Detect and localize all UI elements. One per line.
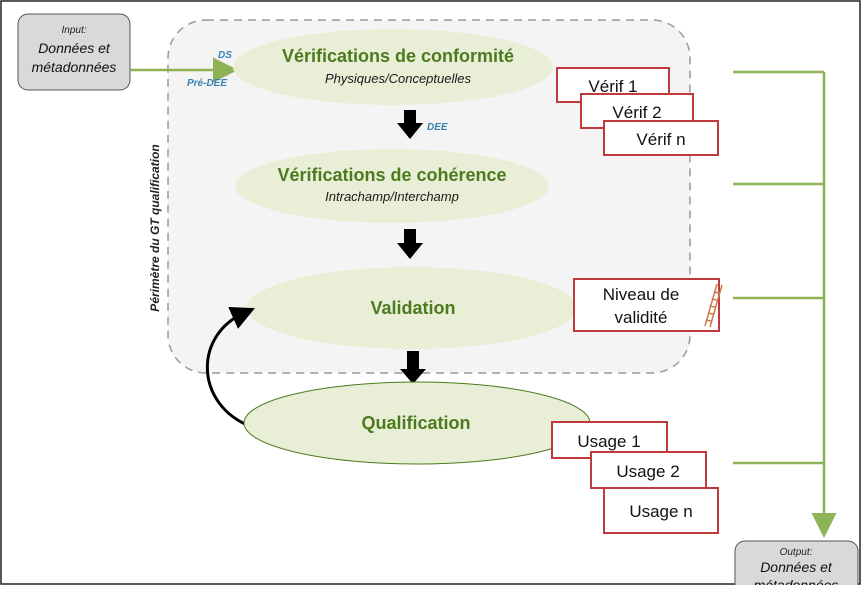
output-line1: Données et xyxy=(760,559,833,575)
output-line2: métadonnées xyxy=(754,577,839,585)
validity-box-line2: validité xyxy=(615,308,668,327)
step-coherence-subtitle: Intrachamp/Interchamp xyxy=(325,189,459,204)
usage-box-2-label: Usage 2 xyxy=(616,462,679,481)
step-qualification-title: Qualification xyxy=(361,413,470,433)
step-qualification: Qualification xyxy=(243,381,591,465)
step-conformity-subtitle: Physiques/Conceptuelles xyxy=(325,71,471,86)
verif-box-1-label: Vérif 1 xyxy=(588,77,637,96)
verif-box-n-label: Vérif n xyxy=(636,130,685,149)
validity-box-line1: Niveau de xyxy=(603,285,680,304)
dee-label: DEE xyxy=(427,122,448,133)
input-heading: Input: xyxy=(61,25,86,36)
flow-arrow-3 xyxy=(400,351,426,384)
step-coherence: Vérifications de cohérence Intrachamp/In… xyxy=(235,149,549,223)
pre-dee-label: Pré-DEE xyxy=(187,78,227,89)
verif-box-2-label: Vérif 2 xyxy=(612,103,661,122)
input-line1: Données et xyxy=(38,40,111,56)
flow-arrow-1 xyxy=(397,110,423,139)
usage-box-2: Usage 2 xyxy=(590,451,707,489)
input-box: Input: Données et métadonnées xyxy=(17,13,131,91)
step-conformity-title: Vérifications de conformité xyxy=(282,46,514,66)
input-line2: métadonnées xyxy=(32,59,117,75)
output-collector-lines xyxy=(733,70,837,538)
output-box: Output: Données et métadonnées xyxy=(734,540,859,590)
feedback-loop-arrow xyxy=(205,306,255,426)
step-validation: Validation xyxy=(247,267,577,349)
validity-box: Niveau de validité xyxy=(573,278,723,332)
ds-label: DS xyxy=(218,50,232,61)
step-coherence-title: Vérifications de cohérence xyxy=(277,165,506,185)
ladder-icon xyxy=(704,283,723,328)
flow-arrow-2 xyxy=(397,229,423,259)
usage-box-n: Usage n xyxy=(603,487,719,534)
perimeter-label: Périmètre du GT qualification xyxy=(148,144,162,311)
usage-box-n-label: Usage n xyxy=(629,502,692,521)
usage-box-1-label: Usage 1 xyxy=(577,432,640,451)
step-validation-title: Validation xyxy=(370,298,455,318)
step-conformity: Vérifications de conformité Physiques/Co… xyxy=(233,29,553,105)
verif-box-n: Vérif n xyxy=(603,120,719,156)
output-heading: Output: xyxy=(780,547,813,558)
